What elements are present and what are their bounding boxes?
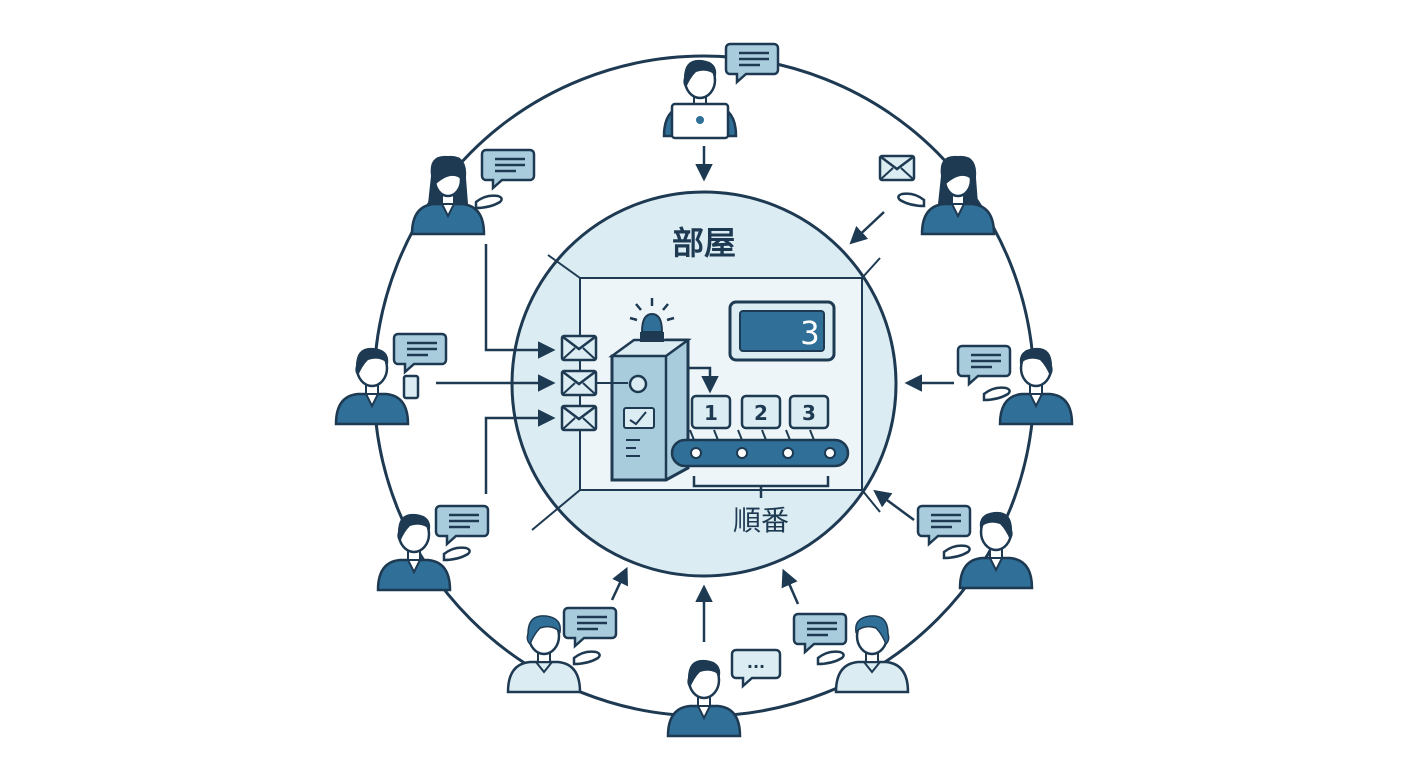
envelope-icon bbox=[560, 334, 598, 362]
chat-bubble-icon bbox=[392, 332, 448, 374]
chat-bubble-icon bbox=[916, 504, 972, 546]
chat-bubble-icon bbox=[562, 606, 618, 648]
svg-text:2: 2 bbox=[754, 401, 768, 425]
queue-item-2: 2 bbox=[740, 394, 782, 430]
participant-top-right bbox=[878, 154, 996, 236]
queue-item-1: 1 bbox=[690, 394, 732, 430]
svg-text:3: 3 bbox=[802, 401, 816, 425]
counter-value: 3 bbox=[800, 314, 819, 352]
chat-bubble-icon bbox=[480, 148, 536, 190]
participant-bottom: ... bbox=[666, 648, 782, 738]
participant-bottom-left bbox=[506, 606, 618, 694]
dispatcher-machine bbox=[608, 298, 692, 482]
order-label: 順番 bbox=[733, 504, 789, 537]
counter-display: 3 bbox=[728, 300, 836, 362]
chat-bubble-icon bbox=[956, 344, 1012, 386]
participant-top bbox=[662, 42, 780, 140]
participant-left bbox=[334, 332, 448, 426]
envelope-icon bbox=[560, 404, 598, 432]
typing-bubble-icon: ... bbox=[730, 648, 782, 689]
envelope-icon bbox=[878, 154, 916, 182]
order-bracket bbox=[692, 476, 830, 498]
participant-top-left bbox=[410, 148, 536, 236]
participant-lower-right bbox=[916, 504, 1034, 590]
conveyor-belt bbox=[670, 429, 850, 468]
envelope-icon bbox=[560, 369, 598, 397]
chat-bubble-icon bbox=[434, 504, 490, 546]
queue-item-3: 3 bbox=[788, 394, 830, 430]
participant-bottom-right bbox=[792, 612, 910, 694]
chat-bubble-icon bbox=[724, 42, 780, 84]
participant-lower-left bbox=[376, 504, 490, 592]
room-label: 部屋 bbox=[672, 224, 736, 262]
svg-text:...: ... bbox=[747, 653, 765, 672]
chat-bubble-icon bbox=[792, 612, 848, 654]
participant-right bbox=[956, 344, 1074, 426]
svg-text:1: 1 bbox=[704, 401, 718, 425]
